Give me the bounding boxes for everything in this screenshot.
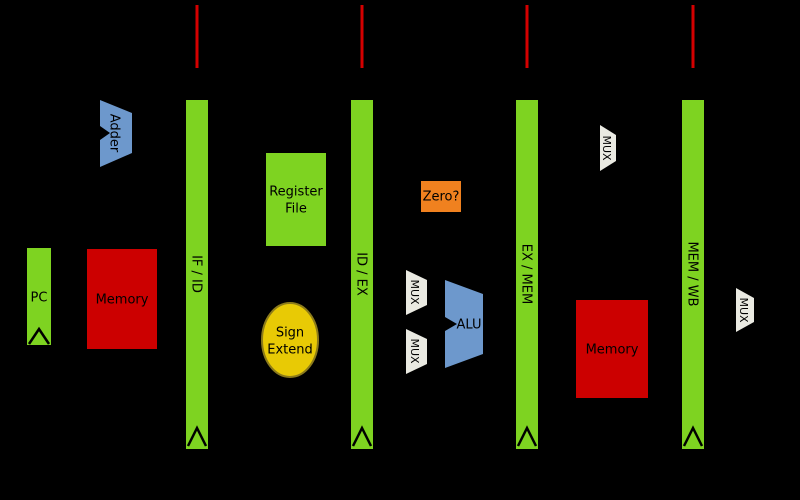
mux-writeback-shape bbox=[736, 288, 754, 332]
pc-clock-chevron-icon bbox=[27, 326, 51, 345]
sign-extend-label-line1: Sign bbox=[276, 326, 304, 341]
ex-mem-clock-chevron-icon bbox=[516, 425, 538, 447]
if-id-register: IF / ID bbox=[186, 100, 208, 449]
mux-alu-lower-shape bbox=[406, 329, 427, 374]
mux-branch: MUX bbox=[600, 125, 616, 171]
register-file-box bbox=[266, 153, 326, 246]
alu-label: ALU bbox=[456, 318, 481, 333]
mem-wb-clock-chevron-icon bbox=[682, 425, 704, 447]
sign-extend: Sign Extend bbox=[261, 302, 319, 378]
register-file-label-line1: Register bbox=[269, 185, 323, 200]
register-file: Register File bbox=[266, 153, 326, 246]
mux-alu-upper-shape bbox=[406, 270, 427, 315]
mux-alu-upper: MUX bbox=[406, 270, 427, 315]
zero-flag-box bbox=[421, 181, 461, 212]
mux-alu-lower: MUX bbox=[406, 329, 427, 374]
mux-branch-label: MUX bbox=[600, 135, 613, 161]
alu-shape bbox=[445, 280, 483, 368]
ex-mem-register: EX / MEM bbox=[516, 100, 538, 449]
data-memory: Memory bbox=[576, 300, 648, 398]
if-id-clock-chevron-icon bbox=[186, 425, 208, 447]
data-memory-box bbox=[576, 300, 648, 398]
mux-branch-shape bbox=[600, 125, 616, 171]
adder-label: Adder bbox=[106, 114, 121, 153]
mux-writeback-label: MUX bbox=[737, 297, 750, 323]
pc-register: PC bbox=[27, 248, 51, 345]
mux-writeback: MUX bbox=[736, 288, 754, 332]
instruction-memory-label: Memory bbox=[96, 293, 149, 308]
sign-extend-ellipse bbox=[261, 302, 319, 378]
id-ex-label: ID / EX bbox=[353, 252, 368, 296]
mem-wb-label: MEM / WB bbox=[684, 241, 699, 306]
adder-shape bbox=[100, 100, 132, 167]
data-memory-label: Memory bbox=[586, 343, 639, 358]
zero-flag-label: Zero? bbox=[423, 190, 460, 205]
sign-extend-label-line2: Extend bbox=[267, 343, 313, 358]
pc-label: PC bbox=[31, 291, 48, 306]
ex-mem-label: EX / MEM bbox=[518, 244, 533, 304]
register-file-label-line2: File bbox=[285, 202, 307, 217]
ex-mem-box bbox=[516, 100, 538, 449]
mem-wb-register: MEM / WB bbox=[682, 100, 704, 449]
mem-wb-box bbox=[682, 100, 704, 449]
id-ex-box bbox=[351, 100, 373, 449]
instruction-memory-box bbox=[87, 249, 157, 349]
id-ex-register: ID / EX bbox=[351, 100, 373, 449]
if-id-label: IF / ID bbox=[188, 255, 203, 293]
mux-alu-lower-label: MUX bbox=[408, 338, 421, 364]
alu: ALU bbox=[445, 280, 483, 368]
if-id-box bbox=[186, 100, 208, 449]
adder: Adder bbox=[100, 100, 132, 167]
instruction-memory: Memory bbox=[87, 249, 157, 349]
id-ex-clock-chevron-icon bbox=[351, 425, 373, 447]
mux-alu-upper-label: MUX bbox=[408, 279, 421, 305]
zero-flag: Zero? bbox=[421, 181, 461, 212]
